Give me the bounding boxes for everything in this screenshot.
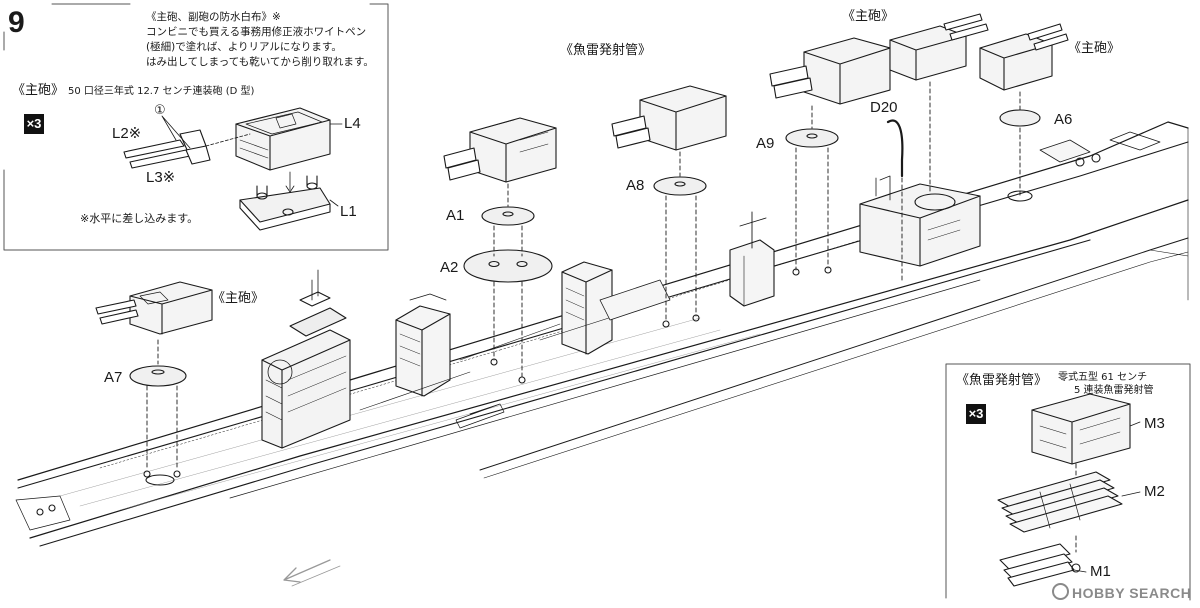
part-a7-drawing bbox=[129, 365, 187, 387]
part-m3-drawing bbox=[1031, 393, 1131, 465]
part-label-a1: A1 bbox=[446, 207, 465, 224]
part-label-a2: A2 bbox=[440, 259, 459, 276]
watermark-logo-icon bbox=[1052, 583, 1069, 600]
part-label-l2: L2※ bbox=[112, 125, 142, 142]
part-l2-l3-drawing bbox=[123, 129, 211, 169]
part-label-a6: A6 bbox=[1054, 111, 1073, 128]
rear-mast-drawing bbox=[729, 211, 775, 307]
inset-turret-title: 《主砲》 bbox=[12, 83, 65, 98]
callout-main-gun-left: 《主砲》 bbox=[212, 291, 265, 306]
part-label-a9: A9 bbox=[756, 135, 775, 152]
part-label-a8: A8 bbox=[626, 177, 645, 194]
callout-torpedo-top: 《魚雷発射管》 bbox=[560, 43, 652, 58]
after-deckhouse-drawing bbox=[859, 175, 981, 267]
bridge-drawing bbox=[261, 269, 351, 449]
main-gun-left-drawing bbox=[95, 281, 213, 335]
part-label-m2: M2 bbox=[1144, 483, 1165, 500]
part-l1-drawing bbox=[239, 175, 331, 231]
inset-torpedo-quantity-badge: ×3 bbox=[966, 404, 986, 424]
part-a6-drawing bbox=[999, 109, 1041, 127]
torpedo-launcher-1-drawing bbox=[443, 117, 557, 183]
funnel-1-drawing bbox=[395, 293, 451, 397]
paint-note-line-2: コンビニでも買える事務用修正液ホワイトペン bbox=[146, 26, 367, 38]
part-m2-drawing bbox=[997, 471, 1123, 533]
callout-main-gun-right: 《主砲》 bbox=[1068, 41, 1121, 56]
part-label-l3: L3※ bbox=[146, 169, 176, 186]
part-label-m1: M1 bbox=[1090, 563, 1111, 580]
circle-mark-1: ① bbox=[154, 103, 166, 118]
part-m1-drawing bbox=[999, 543, 1081, 587]
inset-torpedo-subtitle-2: 5 連装魚雷発射管 bbox=[1074, 385, 1154, 396]
callout-main-gun-top: 《主砲》 bbox=[842, 9, 895, 24]
part-a2-drawing bbox=[463, 249, 553, 283]
inset-torpedo-panel bbox=[945, 363, 1191, 601]
part-label-l1: L1 bbox=[340, 203, 357, 220]
part-label-d20: D20 bbox=[870, 99, 898, 116]
inset-torpedo-title: 《魚雷発射管》 bbox=[956, 373, 1048, 388]
watermark: HOBBY SEARCH bbox=[1072, 585, 1192, 601]
part-label-a7: A7 bbox=[104, 369, 123, 386]
main-gun-center-drawing bbox=[889, 13, 989, 81]
inset-turret-panel bbox=[3, 3, 389, 251]
paint-note-line-1: 《主砲、副砲の防水白布》※ bbox=[146, 11, 281, 23]
paint-note-line-3: (極細)で塗れば、よりリアルになります。 bbox=[146, 41, 342, 53]
ship-hull-drawing bbox=[15, 121, 1189, 547]
inset-turret-subtitle: 50 口径三年式 12.7 センチ連装砲 (D 型) bbox=[68, 86, 255, 97]
part-l4-drawing bbox=[235, 107, 331, 171]
torpedo-launcher-3-drawing bbox=[769, 37, 891, 105]
part-label-l4: L4 bbox=[344, 115, 361, 132]
inset-turret-footnote: ※水平に差し込みます。 bbox=[80, 212, 199, 225]
part-d20-drawing bbox=[886, 119, 904, 178]
part-label-m3: M3 bbox=[1144, 415, 1165, 432]
inset-turret-quantity-badge: ×3 bbox=[24, 114, 44, 134]
main-gun-right-drawing bbox=[979, 23, 1069, 91]
paint-note-line-4: はみ出してしまっても乾いてから削り取れます。 bbox=[146, 56, 374, 68]
step-number: 9 bbox=[8, 6, 25, 39]
torpedo-launcher-2-drawing bbox=[611, 85, 727, 151]
inset-torpedo-subtitle-1: 零式五型 61 センチ bbox=[1058, 372, 1148, 383]
funnel-2-drawing bbox=[561, 261, 613, 355]
